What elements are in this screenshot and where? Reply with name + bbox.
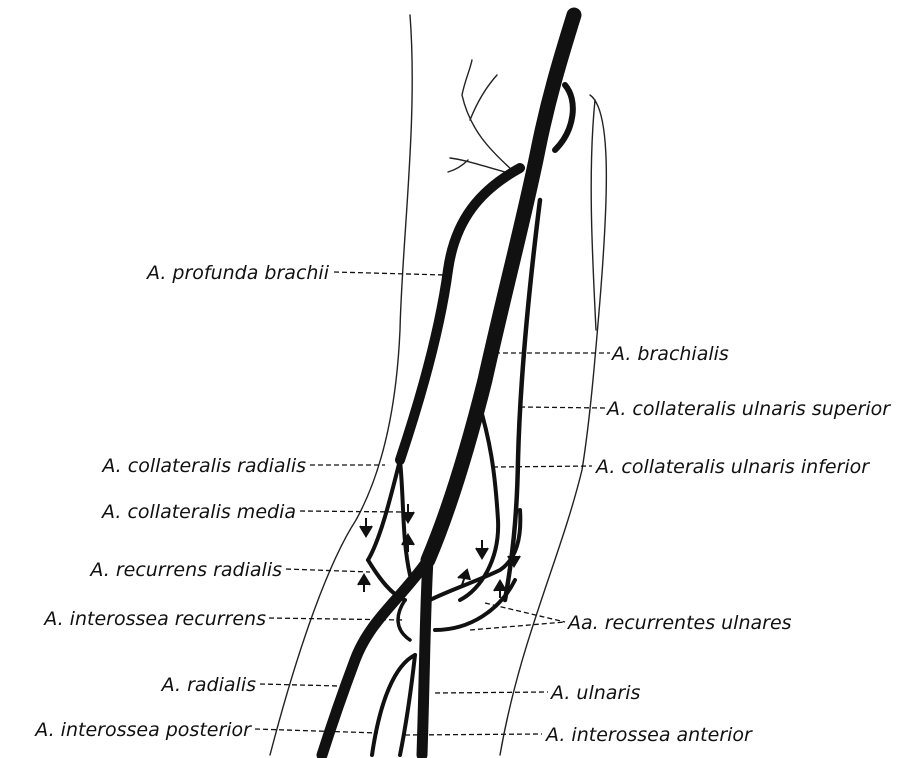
label-collateralis-radialis: A. collateralis radialis: [100, 455, 306, 477]
label-collateralis-ulnaris-inferior: A. collateralis ulnaris inferior: [594, 456, 870, 478]
arm-outline: [270, 15, 606, 755]
label-radialis: A. radialis: [160, 674, 256, 696]
label-interossea-anterior: A. interossea anterior: [544, 724, 753, 746]
artery-ulnaris: [422, 560, 428, 755]
label-recurrens-radialis: A. recurrens radialis: [88, 559, 282, 581]
label-interossea-posterior: A. interossea posterior: [33, 719, 252, 741]
label-collateralis-media: A. collateralis media: [100, 501, 296, 523]
superior-small-branches: [448, 60, 512, 172]
label-collateralis-ulnaris-superior: A. collateralis ulnaris superior: [605, 398, 891, 420]
label-recurrentes-ulnares: Aa. recurrentes ulnares: [566, 612, 792, 634]
label-brachialis: A. brachialis: [610, 343, 729, 365]
labels: A. profunda brachii A. brachialis A. col…: [33, 262, 891, 746]
label-ulnaris: A. ulnaris: [549, 682, 641, 704]
label-profunda-brachii: A. profunda brachii: [145, 262, 330, 284]
label-interossea-recurrens: A. interossea recurrens: [42, 608, 266, 630]
